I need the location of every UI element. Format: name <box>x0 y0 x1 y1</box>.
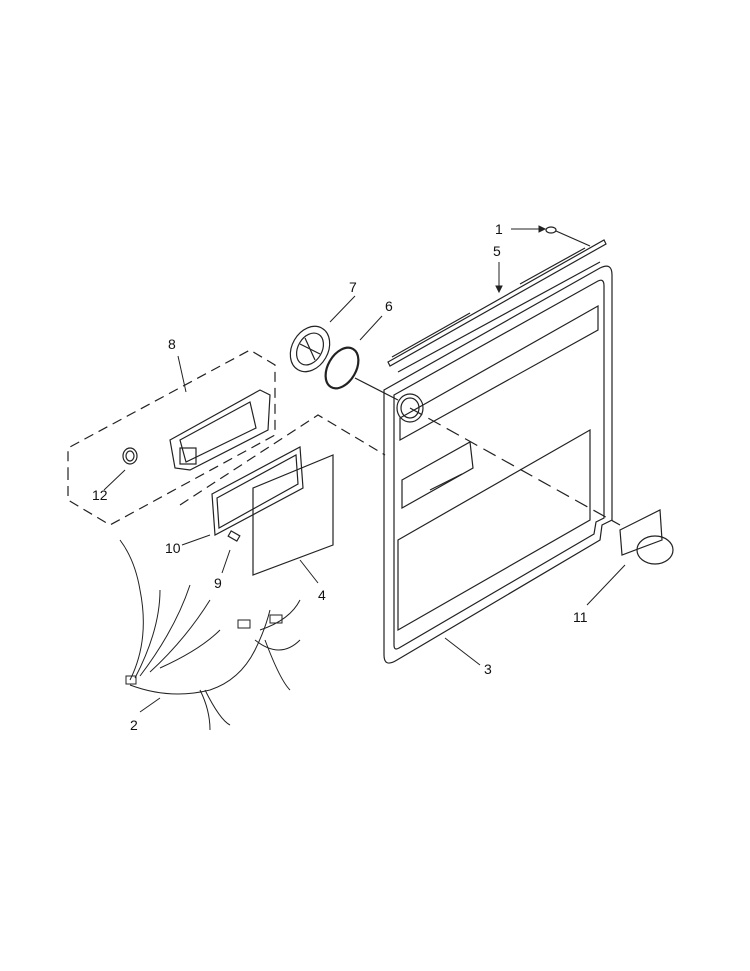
leader-dashed-4 <box>179 414 386 506</box>
insulation-shield <box>252 454 334 576</box>
wire-harness <box>119 539 301 731</box>
knob <box>122 447 138 465</box>
callout-4: 4 <box>318 587 326 603</box>
callout-6: 6 <box>385 298 393 314</box>
dispenser-gasket <box>211 446 304 536</box>
leader-arrows <box>103 225 626 713</box>
door-strip <box>387 239 607 367</box>
inner-door-panel <box>383 261 613 664</box>
screw-part-9 <box>227 530 241 542</box>
callout-11: 11 <box>573 609 588 625</box>
dispenser-assembly <box>169 389 271 471</box>
callout-7: 7 <box>349 279 357 295</box>
callout-10: 10 <box>165 540 181 556</box>
callout-12: 12 <box>92 487 108 503</box>
callout-9: 9 <box>214 575 222 591</box>
leader-dashed-11 <box>409 407 621 526</box>
callout-3: 3 <box>484 661 492 677</box>
callout-8: 8 <box>168 336 176 352</box>
screw-part-1 <box>545 226 591 247</box>
callout-1: 1 <box>495 221 503 237</box>
dispenser-group-outline <box>67 349 276 526</box>
vent-assembly <box>619 509 674 565</box>
callout-2: 2 <box>130 717 138 733</box>
vent-cover <box>289 325 331 373</box>
callout-5: 5 <box>493 243 501 259</box>
gasket-ring <box>324 346 360 390</box>
callout-labels: 1 5 7 6 8 12 10 9 4 11 3 2 <box>92 221 588 733</box>
leader-6-to-panel <box>354 377 399 401</box>
